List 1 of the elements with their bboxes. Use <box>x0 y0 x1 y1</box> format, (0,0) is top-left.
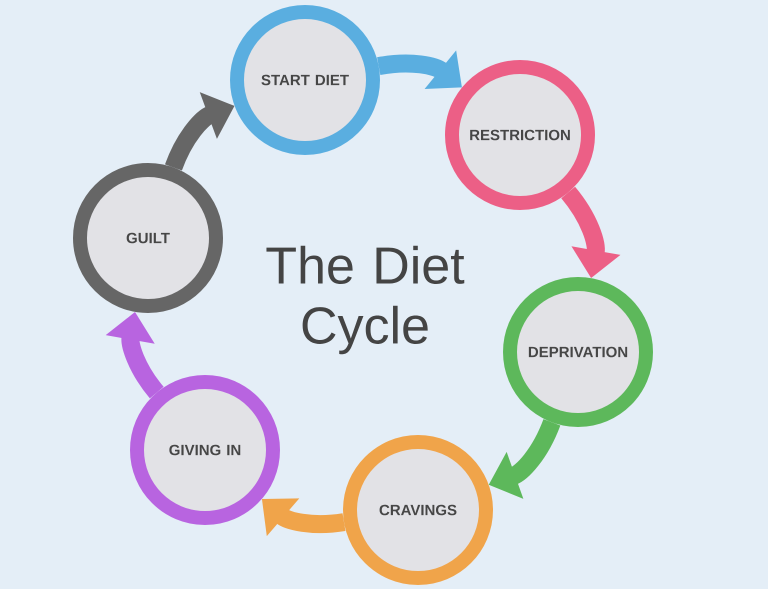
title: The Diet Cycle <box>266 246 464 354</box>
